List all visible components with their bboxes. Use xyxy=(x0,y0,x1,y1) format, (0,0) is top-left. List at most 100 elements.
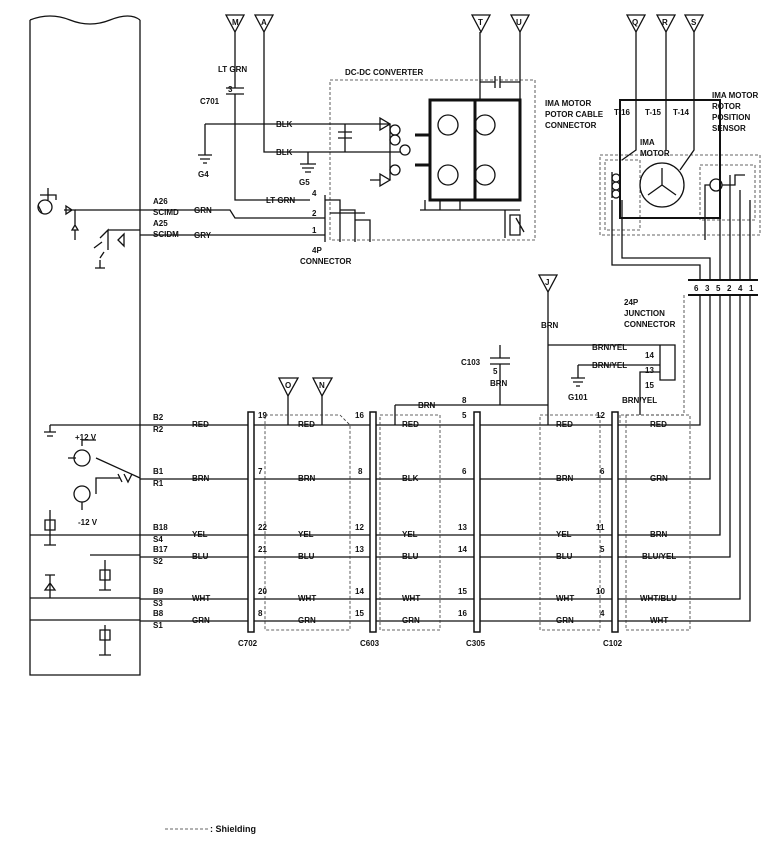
mid-pin8: 8 xyxy=(462,396,467,405)
pin-b18: B18 xyxy=(153,523,168,532)
seg4-color-2: YEL xyxy=(556,530,572,539)
seg5-color-2: BRN xyxy=(650,530,668,539)
pin-b9: B9 xyxy=(153,587,164,596)
pin-b17: B17 xyxy=(153,545,168,554)
pin-s1: S1 xyxy=(153,621,163,630)
seg3-color-4: WHT xyxy=(402,594,420,603)
c103-brn-label: BRN xyxy=(490,379,508,388)
jc-label-connector: CONNECTOR xyxy=(624,320,676,329)
connector-c702 xyxy=(247,411,255,633)
terminal-q: Q xyxy=(632,18,638,27)
minus12-label: -12 V xyxy=(78,518,98,527)
mid-brn-label: BRN xyxy=(418,401,436,410)
c102-pin-5: 4 xyxy=(600,609,605,618)
seg1-color-5: GRN xyxy=(192,616,210,625)
sensor-l4: SENSOR xyxy=(712,124,746,133)
sensor-l2: ROTOR xyxy=(712,102,741,111)
top-terminals: M A T U Q R S J O N xyxy=(224,14,705,398)
jc-p13: 13 xyxy=(645,366,654,375)
pin-r1: R1 xyxy=(153,479,164,488)
seg4-color-1: BRN xyxy=(556,474,574,483)
harness: C702 C603 C305 C102 RED BRN YEL BLU WHT … xyxy=(140,295,751,648)
terminal-n: N xyxy=(319,381,325,390)
c702-label: C702 xyxy=(238,639,258,648)
seg3-color-5: GRN xyxy=(402,616,420,625)
terminal-o: O xyxy=(285,381,291,390)
t16-label: T-16 xyxy=(614,108,631,117)
pin-b8: B8 xyxy=(153,609,164,618)
c305-pin-5: 16 xyxy=(458,609,467,618)
harness-wire xyxy=(140,295,711,480)
seg4-color-4: WHT xyxy=(556,594,574,603)
c305-pin-4: 15 xyxy=(458,587,467,596)
conn-pin2: 2 xyxy=(312,209,317,218)
c102-pin-2: 11 xyxy=(596,523,605,532)
sensor-l3: POSITION xyxy=(712,113,750,122)
connector-c102 xyxy=(611,411,619,633)
c102-pin-4: 10 xyxy=(596,587,605,596)
ecm-pins: A26 SCIMD A25 SCIDM B2 R2 B1 R1 B18 S4 B… xyxy=(153,197,179,630)
g101-label: G101 xyxy=(568,393,588,402)
pin-a25: A25 xyxy=(153,219,168,228)
c103-label: C103 xyxy=(461,358,481,367)
c603-pin-2: 12 xyxy=(355,523,364,532)
seg3-color-1: BLK xyxy=(402,474,419,483)
legend: : Shielding xyxy=(165,824,256,834)
harness-wire xyxy=(140,295,751,622)
seg5-color-5: WHT xyxy=(650,616,668,625)
terminal-a: A xyxy=(261,18,267,27)
legend-shielding: : Shielding xyxy=(210,824,256,834)
c603-pin-3: 13 xyxy=(355,545,364,554)
seg1-color-2: YEL xyxy=(192,530,208,539)
c701-label: C701 xyxy=(200,97,220,106)
pin-scimd: SCIMD xyxy=(153,208,179,217)
jc-pin-6: 1 xyxy=(749,284,754,293)
seg1-color-0: RED xyxy=(192,420,209,429)
cable-conn-l1: IMA MOTOR xyxy=(545,99,591,108)
seg5-color-4: WHT/BLU xyxy=(640,594,677,603)
jc-pin-3: 5 xyxy=(716,284,721,293)
pin-s3: S3 xyxy=(153,599,163,608)
jc-pin-1: 6 xyxy=(694,284,699,293)
mid-brn-branch: BRN 8 xyxy=(287,396,475,425)
pin-s2: S2 xyxy=(153,557,163,566)
motor-l1: IMA xyxy=(640,138,655,147)
c102-pin-1: 6 xyxy=(600,467,605,476)
g4-label: G4 xyxy=(198,170,209,179)
c305-pin-0: 5 xyxy=(462,411,467,420)
c305-pin-2: 13 xyxy=(458,523,467,532)
c603-pin-1: 8 xyxy=(358,467,363,476)
jc-p15: 15 xyxy=(645,381,654,390)
terminal-j: J xyxy=(545,278,549,287)
blk2-label: BLK xyxy=(276,148,293,157)
dc-dc-converter: DC-DC CONVERTER LT GRN C701 3 G4 BLK BLK… xyxy=(140,32,536,266)
pin-r2: R2 xyxy=(153,425,164,434)
terminal-m: M xyxy=(232,18,239,27)
c305-pin-1: 6 xyxy=(462,467,467,476)
pin-b1: B1 xyxy=(153,467,164,476)
jc-p14: 14 xyxy=(645,351,654,360)
cable-conn-l2: POTOR CABLE xyxy=(545,110,604,119)
conn-pin4: 4 xyxy=(312,189,317,198)
c701-pin: 3 xyxy=(228,85,233,94)
motor-l2: MOTOR xyxy=(640,149,670,158)
seg2-color-4: WHT xyxy=(298,594,316,603)
terminal-t: T xyxy=(478,18,483,27)
ltgrn-label: LT GRN xyxy=(218,65,247,74)
plus12-label: +12 V xyxy=(75,433,97,442)
terminal-u: U xyxy=(516,18,522,27)
c702-pin-0: 19 xyxy=(258,411,267,420)
seg3-color-3: BLU xyxy=(402,552,419,561)
connector-c603 xyxy=(369,411,377,633)
c603-pin-5: 15 xyxy=(355,609,364,618)
terminal-s: S xyxy=(691,18,697,27)
converter-title: DC-DC CONVERTER xyxy=(345,68,423,77)
jc-pin-4: 2 xyxy=(727,284,732,293)
seg3-color-2: YEL xyxy=(402,530,418,539)
cable-conn-l3: CONNECTOR xyxy=(545,121,597,130)
wire-grn-label: GRN xyxy=(194,206,212,215)
ltgrn2-label: LT GRN xyxy=(266,196,295,205)
seg4-color-0: RED xyxy=(556,420,573,429)
c702-pin-3: 21 xyxy=(258,545,267,554)
harness-wire xyxy=(140,295,741,600)
